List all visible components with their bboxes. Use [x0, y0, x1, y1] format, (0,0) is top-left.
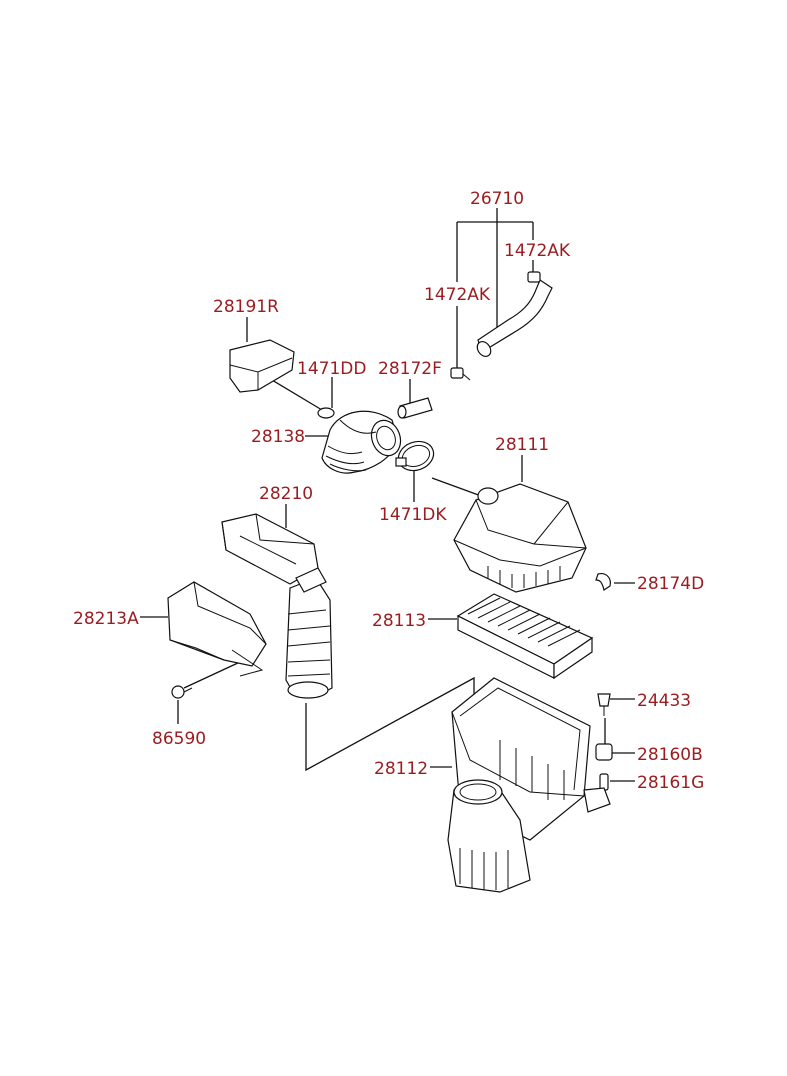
- label-28210: 28210: [259, 484, 313, 504]
- label-24433: 24433: [637, 691, 691, 711]
- air-duct-part: [221, 513, 319, 585]
- label-28113: 28113: [372, 611, 426, 631]
- label-86590: 86590: [152, 729, 206, 749]
- label-28138: 28138: [251, 427, 305, 447]
- label-28112: 28112: [374, 759, 428, 779]
- filter-element-part: [456, 593, 594, 680]
- label-1471DD: 1471DD: [297, 359, 366, 379]
- intake-hose-part: [321, 410, 402, 474]
- part-labels: 26710 1472AK 1472AK 28191R 1471DD 28172F…: [73, 189, 704, 793]
- bolt-86590-part: [171, 685, 193, 699]
- label-1472AK-right: 1472AK: [504, 241, 571, 261]
- label-28174D: 28174D: [637, 574, 704, 594]
- bolt-24433-part: [597, 693, 611, 716]
- grommet-28160B-part: [595, 743, 613, 761]
- resonator-cap-part: [229, 339, 295, 393]
- label-1471DK: 1471DK: [379, 505, 447, 525]
- air-guide-part: [167, 581, 267, 677]
- label-28213A: 28213A: [73, 609, 139, 629]
- label-28161G: 28161G: [637, 773, 704, 793]
- clamp-1471DK-part: [395, 440, 435, 472]
- label-28172F: 28172F: [378, 359, 442, 379]
- air-cleaner-cover-part: [453, 483, 587, 593]
- label-1472AK-left: 1472AK: [424, 285, 491, 305]
- clamp-1472AK-part: [450, 367, 471, 381]
- clamp-1471DD-part: [317, 407, 335, 419]
- clip-28174D-part: [595, 573, 611, 591]
- breather-hose-part: [476, 271, 553, 358]
- label-28111: 28111: [495, 435, 549, 455]
- label-28191R: 28191R: [213, 297, 279, 317]
- nipple-28172F-part: [397, 397, 433, 419]
- label-26710: 26710: [470, 189, 524, 209]
- air-cleaner-body-part: [447, 677, 611, 893]
- leader-lines: [140, 208, 635, 790]
- label-28160B: 28160B: [637, 745, 703, 765]
- air-duct-hose-part: [285, 567, 333, 699]
